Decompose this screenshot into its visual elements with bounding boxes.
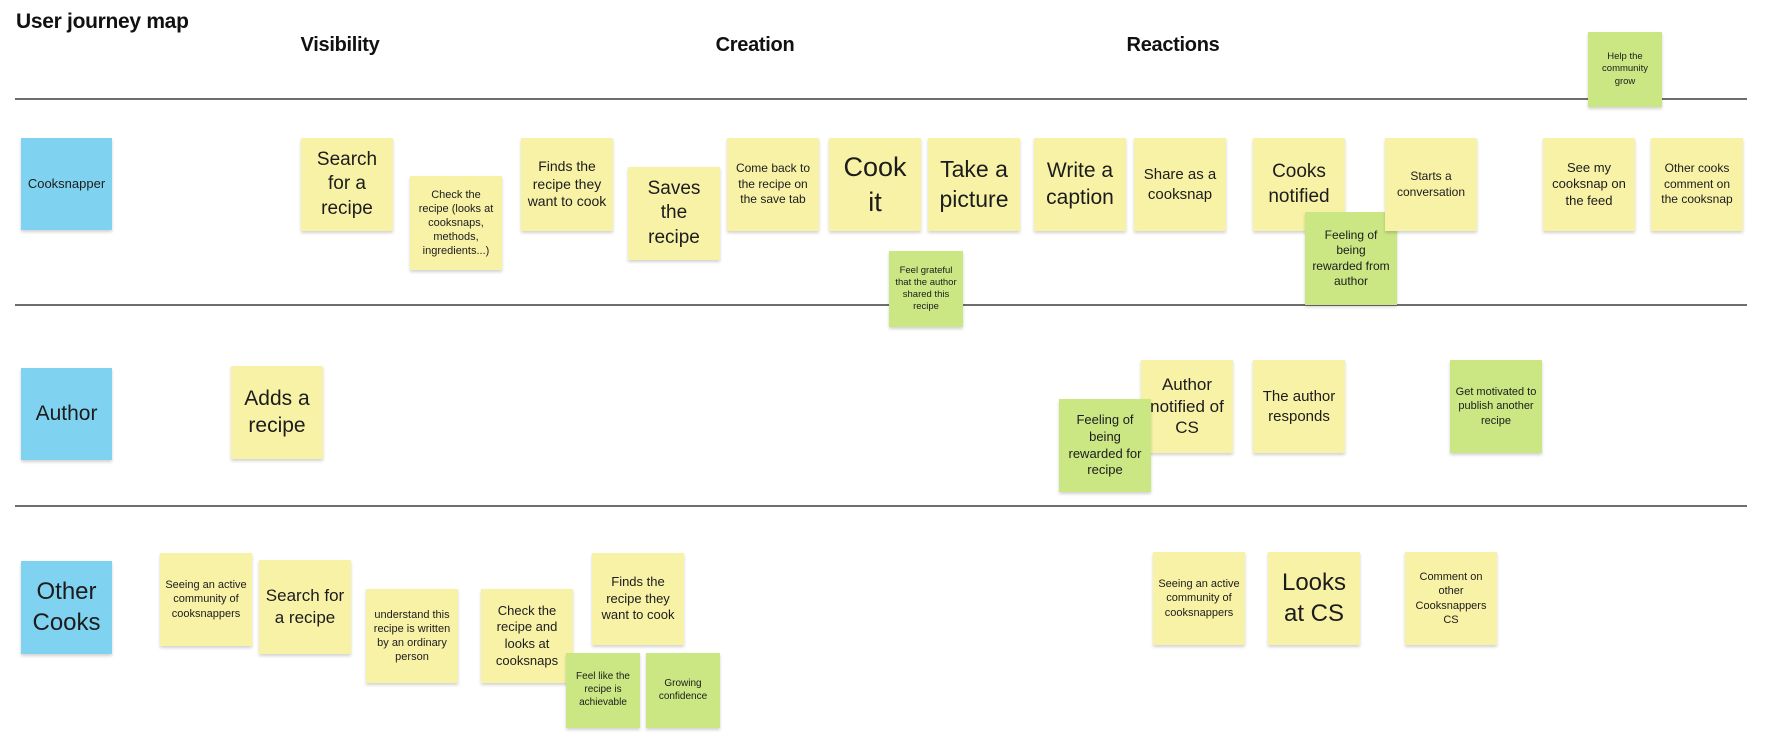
sticky-note[interactable]: Seeing an active community of cooksnappe… xyxy=(1153,552,1245,645)
column-header-creation: Creation xyxy=(715,34,795,56)
sticky-note[interactable]: Other cooks comment on the cooksnap xyxy=(1651,138,1743,231)
sticky-note[interactable]: Adds a recipe xyxy=(231,366,323,459)
sticky-note[interactable]: Check the recipe and looks at cooksnaps xyxy=(481,589,573,683)
sticky-note[interactable]: Comment on other Cooksnappers CS xyxy=(1405,552,1497,645)
sticky-note[interactable]: Saves the recipe xyxy=(628,167,720,260)
row-divider xyxy=(15,505,1747,507)
sticky-note[interactable]: understand this recipe is written by an … xyxy=(366,589,458,683)
sticky-note[interactable]: Feeling of being rewarded for recipe xyxy=(1059,399,1151,492)
sticky-note[interactable]: See my cooksnap on the feed xyxy=(1543,138,1635,231)
sticky-note[interactable]: The author responds xyxy=(1253,360,1345,453)
sticky-note[interactable]: Finds the recipe they want to cook xyxy=(592,553,684,645)
sticky-note[interactable]: Looks at CS xyxy=(1268,552,1360,645)
row-divider xyxy=(15,98,1747,100)
sticky-note[interactable]: Write a caption xyxy=(1034,138,1126,231)
sticky-note[interactable]: Growing confidence xyxy=(646,653,720,728)
sticky-note[interactable]: Share as a cooksnap xyxy=(1134,138,1226,231)
sticky-note[interactable]: Author notified of CS xyxy=(1141,360,1233,453)
sticky-note[interactable]: Cooks notified xyxy=(1253,138,1345,231)
sticky-note[interactable]: Search for a recipe xyxy=(259,560,351,654)
sticky-note[interactable]: Check the recipe (looks at cooksnaps, me… xyxy=(410,176,502,270)
page-title: User journey map xyxy=(16,10,189,33)
sticky-note[interactable]: Feel like the recipe is achievable xyxy=(566,653,640,728)
sticky-note[interactable]: Search for a recipe xyxy=(301,138,393,231)
row-divider xyxy=(15,304,1747,306)
actor-sticky[interactable]: Cooksnapper xyxy=(21,138,112,230)
column-header-visibility: Visibility xyxy=(300,34,380,56)
sticky-note[interactable]: Feel grateful that the author shared thi… xyxy=(889,251,963,327)
column-header-reactions: Reactions xyxy=(1126,34,1220,56)
sticky-note[interactable]: Come back to the recipe on the save tab xyxy=(727,138,819,231)
actor-sticky[interactable]: Author xyxy=(21,368,112,460)
sticky-note[interactable]: Starts a conversation xyxy=(1385,138,1477,231)
actor-sticky[interactable]: Other Cooks xyxy=(21,561,112,654)
sticky-note[interactable]: Help the community grow xyxy=(1588,32,1662,107)
sticky-note[interactable]: Finds the recipe they want to cook xyxy=(521,138,613,231)
sticky-note[interactable]: Feeling of being rewarded from author xyxy=(1305,212,1397,305)
sticky-note[interactable]: Take a picture xyxy=(928,138,1020,231)
sticky-note[interactable]: Cook it xyxy=(829,138,921,231)
sticky-note[interactable]: Seeing an active community of cooksnappe… xyxy=(160,553,252,646)
sticky-note[interactable]: Get motivated to publish another recipe xyxy=(1450,360,1542,453)
